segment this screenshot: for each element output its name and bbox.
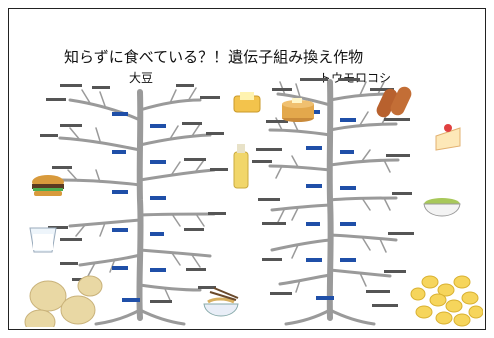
- corn-product-labels: [252, 78, 414, 307]
- milk-glass-icon: [29, 227, 57, 253]
- soup-bowl-icon: [423, 198, 461, 217]
- soy-tree: [58, 87, 216, 326]
- soybeans: [24, 275, 103, 327]
- corn-kernels: [410, 275, 483, 327]
- oil-bottle-icon: [233, 144, 249, 189]
- poster-title: 知らずに食べている？！遺伝子組み換え作物: [64, 48, 364, 66]
- burger-icon: [32, 175, 64, 196]
- noodle-bowl-icon: [203, 287, 239, 317]
- pancake-icon: [282, 98, 314, 122]
- soy-category-tags: [112, 112, 166, 302]
- soy-tree-label: 大豆: [129, 71, 154, 85]
- sausage-icon: [376, 86, 412, 118]
- toast-icon: [233, 92, 261, 113]
- cake-icon: [435, 124, 461, 151]
- soy-product-labels: [38, 84, 228, 303]
